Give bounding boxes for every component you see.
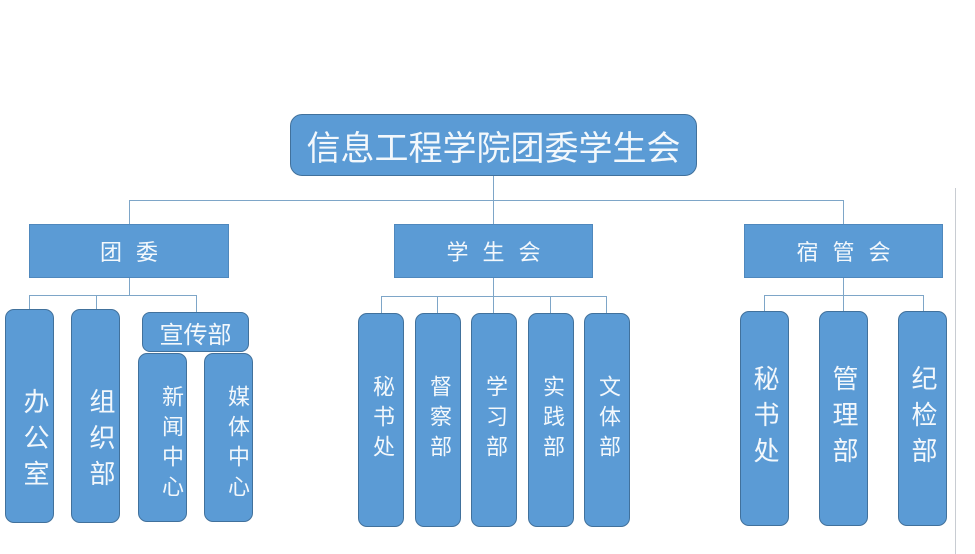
dept-label: 督察部 <box>426 375 451 465</box>
dept-jijianbu[interactable]: 纪检部 <box>898 311 947 526</box>
dept-label: 秘书处 <box>749 364 779 473</box>
connector-tuanwei-up <box>129 200 130 225</box>
connector-mishuchu-2 <box>764 295 765 313</box>
connector-xueshenghui-horizontal <box>381 296 607 297</box>
dept-label: 学习部 <box>482 375 507 465</box>
dept-label: 纪检部 <box>907 364 937 473</box>
dept-label: 媒体中心 <box>224 384 249 505</box>
group-suguanhui[interactable]: 宿管会 <box>744 224 943 278</box>
root-label: 信息工程学院团委学生会 <box>306 128 681 169</box>
dept-xuanchuanbu[interactable]: 宣传部 <box>142 312 249 352</box>
group-label: 学生会 <box>446 241 555 266</box>
dept-mishuchu[interactable]: 秘书处 <box>358 313 404 527</box>
right-edge-divider <box>955 188 956 554</box>
connector-xuanchuanbu <box>196 295 197 313</box>
dept-label: 实践部 <box>539 375 564 465</box>
group-xueshenghui[interactable]: 学生会 <box>394 224 593 278</box>
dept-xinwenzhongxin[interactable]: 新闻中心 <box>138 353 187 522</box>
connector-jijianbu <box>923 295 924 313</box>
connector-tuanwei-horizontal <box>29 295 197 296</box>
connector-shijianbu <box>550 296 551 314</box>
dept-label: 秘书处 <box>369 375 394 465</box>
connector-bangongshi <box>29 295 30 309</box>
group-tuanwei[interactable]: 团委 <box>29 224 229 278</box>
connector-tuanwei-down <box>129 277 130 296</box>
group-label: 团委 <box>99 241 172 266</box>
dept-xuexibu[interactable]: 学习部 <box>471 313 517 527</box>
dept-label: 管理部 <box>828 364 858 473</box>
dept-shijianbu[interactable]: 实践部 <box>528 313 574 527</box>
connector-suguanhui-horizontal <box>764 295 924 296</box>
dept-suguan-mishuchu[interactable]: 秘书处 <box>740 311 789 526</box>
dept-label: 文体部 <box>595 375 620 465</box>
dept-meitizhongxin[interactable]: 媒体中心 <box>204 353 253 522</box>
dept-zuzhibu[interactable]: 组织部 <box>71 309 120 523</box>
connector-duchabu <box>437 296 438 314</box>
dept-label: 办公室 <box>19 388 49 496</box>
connector-zuzhibu <box>96 295 97 309</box>
root-node[interactable]: 信息工程学院团委学生会 <box>290 114 697 176</box>
dept-bangongshi[interactable]: 办公室 <box>5 309 54 523</box>
connector-suguan-up <box>843 200 844 225</box>
dept-guanlibu[interactable]: 管理部 <box>819 311 868 526</box>
connector-wentibu <box>606 296 607 314</box>
group-label: 宿管会 <box>796 241 905 266</box>
connector-top-horizontal <box>129 200 844 201</box>
dept-label: 组织部 <box>85 388 115 496</box>
dept-label: 宣传部 <box>159 320 232 349</box>
dept-wentibu[interactable]: 文体部 <box>584 313 630 527</box>
dept-duchabu[interactable]: 督察部 <box>415 313 461 527</box>
dept-label: 新闻中心 <box>158 384 183 505</box>
connector-mishuchu-1 <box>381 296 382 314</box>
